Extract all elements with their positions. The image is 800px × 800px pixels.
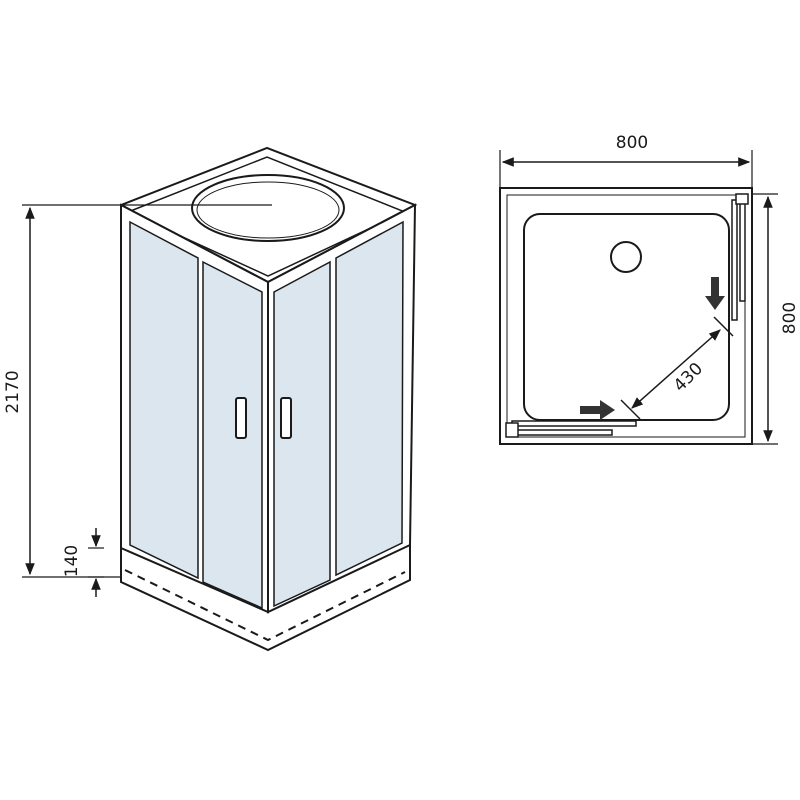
- glass-panel-left-outer: [129, 220, 199, 580]
- arrow-down-icon: [705, 277, 725, 310]
- door-handle-left: [235, 397, 247, 439]
- right-door-rail: [731, 199, 738, 321]
- front-view: 2170 140: [3, 146, 418, 652]
- tray-front-edge: [120, 545, 411, 652]
- plan-view: 800 430 800: [499, 133, 800, 445]
- glass-panel-left-door: [202, 260, 263, 610]
- door-opening-dimension-line: [631, 329, 721, 409]
- base-height-label: 140: [62, 545, 82, 577]
- bottom-door-rail: [511, 420, 637, 427]
- drain-icon: [610, 241, 642, 273]
- depth-label: 800: [780, 302, 800, 334]
- width-label: 800: [616, 133, 648, 153]
- tray-dashed-line: [124, 569, 406, 642]
- glass-panel-right-outer: [335, 220, 404, 577]
- arrow-right-icon: [580, 400, 615, 420]
- height-label: 2170: [3, 370, 23, 413]
- overhead-shower-icon: [191, 174, 345, 242]
- glass-panel-right-door: [273, 260, 331, 608]
- door-handle-right: [280, 397, 292, 439]
